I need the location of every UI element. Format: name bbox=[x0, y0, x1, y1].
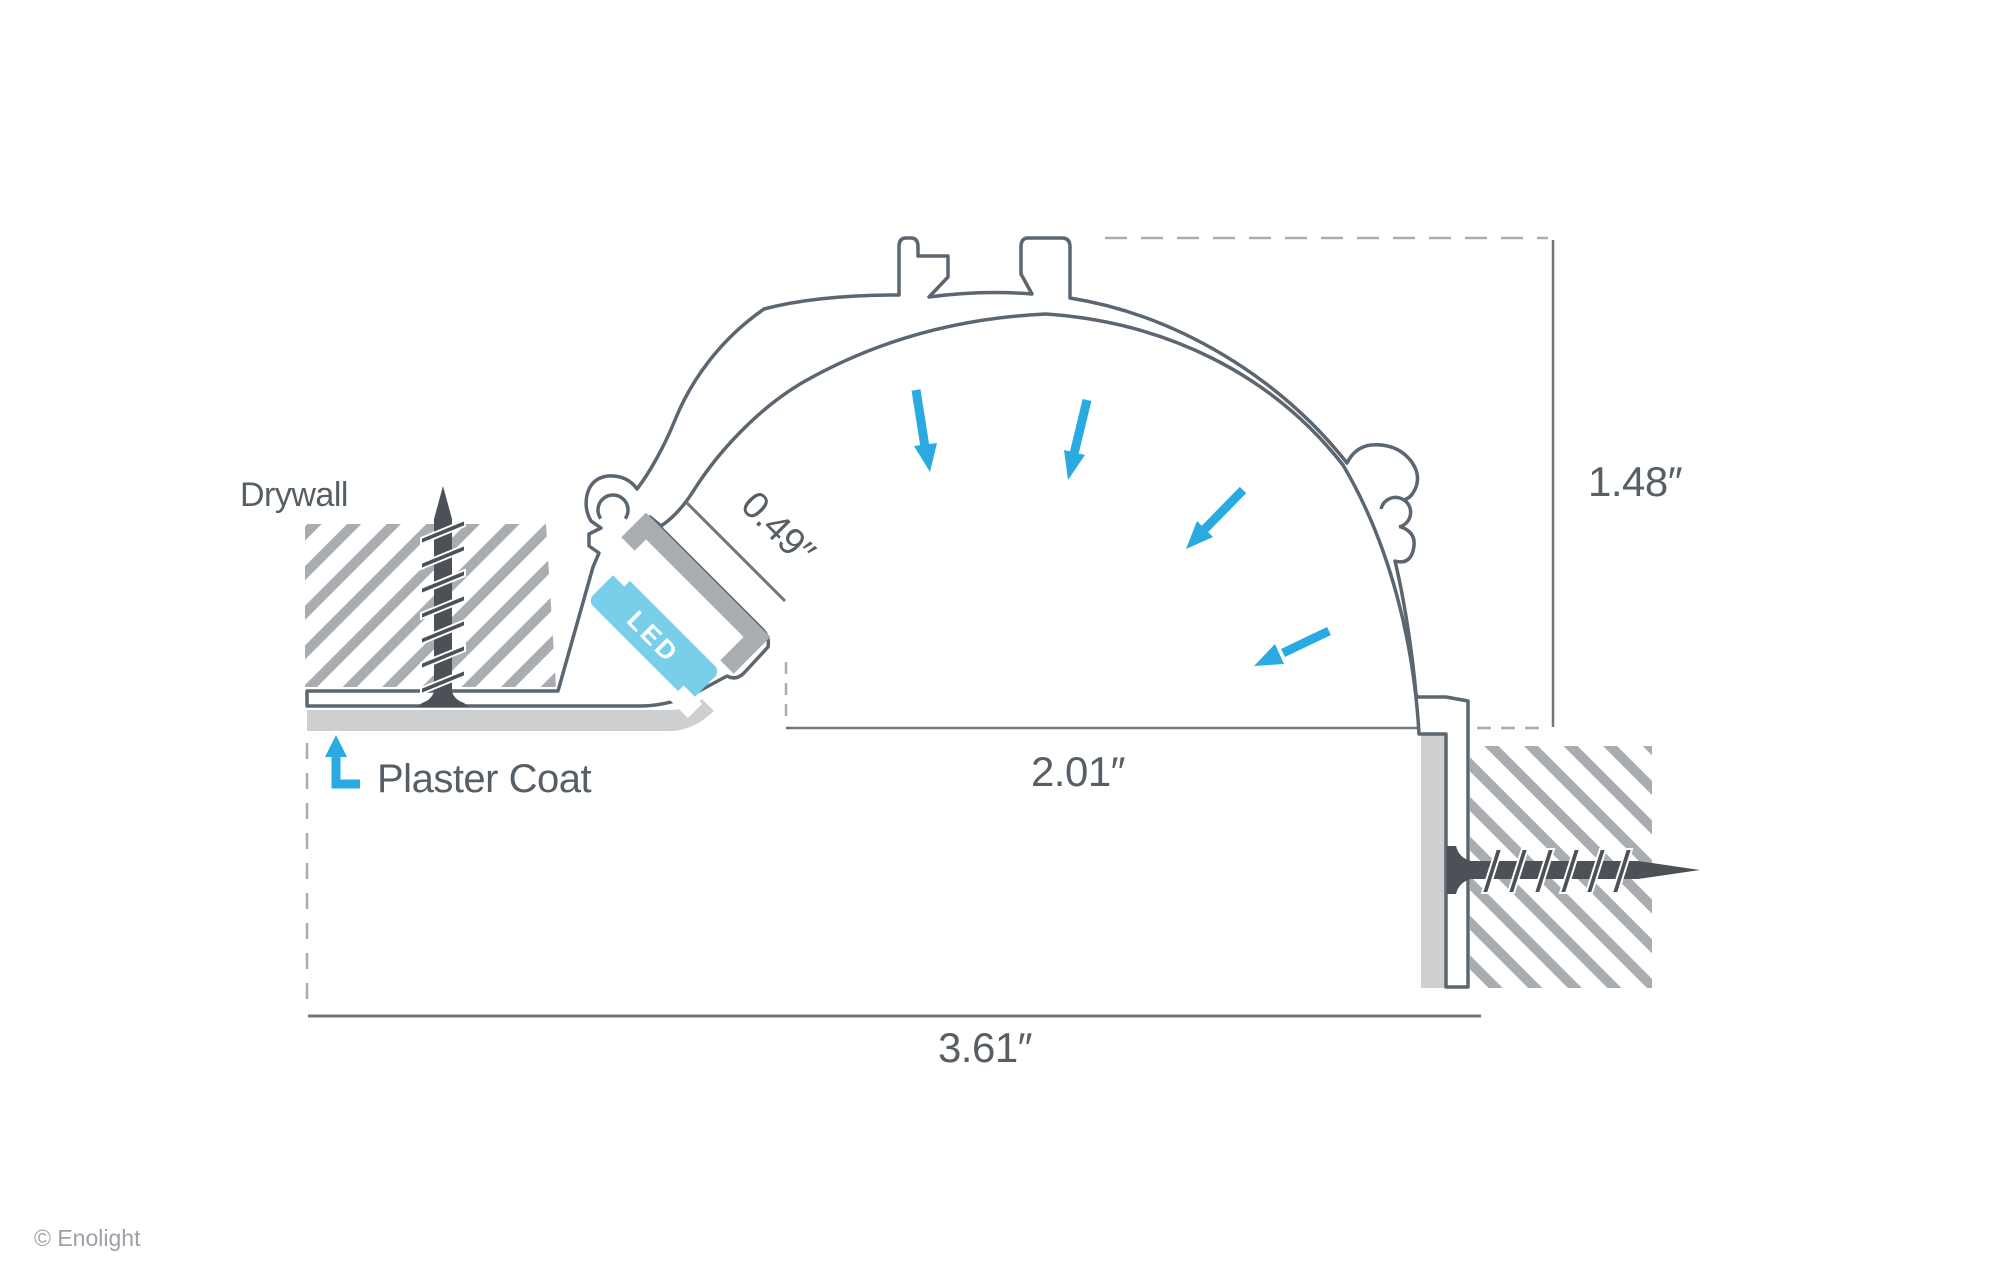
plaster-coat-left bbox=[307, 699, 714, 731]
left-hook-notch bbox=[596, 493, 630, 520]
right-hook-notch bbox=[1379, 495, 1413, 529]
profile-outline bbox=[305, 236, 1470, 989]
drywall-label: Drywall bbox=[240, 476, 348, 514]
cove-width-dimension: 2.01″ bbox=[1031, 748, 1126, 795]
plaster-coat-right bbox=[1421, 731, 1446, 988]
plaster-coat-pointer-arrow bbox=[325, 735, 360, 789]
copyright-text: © Enolight bbox=[34, 1225, 141, 1251]
channel-width-dimension: 0.49″ bbox=[733, 484, 823, 574]
overall-width-dimension: 3.61″ bbox=[938, 1024, 1033, 1071]
drywall-hatch-left bbox=[305, 524, 556, 687]
light-direction-arrows bbox=[911, 389, 1331, 666]
drywall-screw-right bbox=[1447, 846, 1700, 894]
channel-width-dimension-line bbox=[685, 501, 787, 603]
plaster-coat-label: Plaster Coat bbox=[377, 757, 591, 801]
drywall-screw-left bbox=[417, 486, 469, 707]
led-channel-walls bbox=[621, 512, 771, 674]
height-dimension: 1.48″ bbox=[1588, 458, 1683, 505]
